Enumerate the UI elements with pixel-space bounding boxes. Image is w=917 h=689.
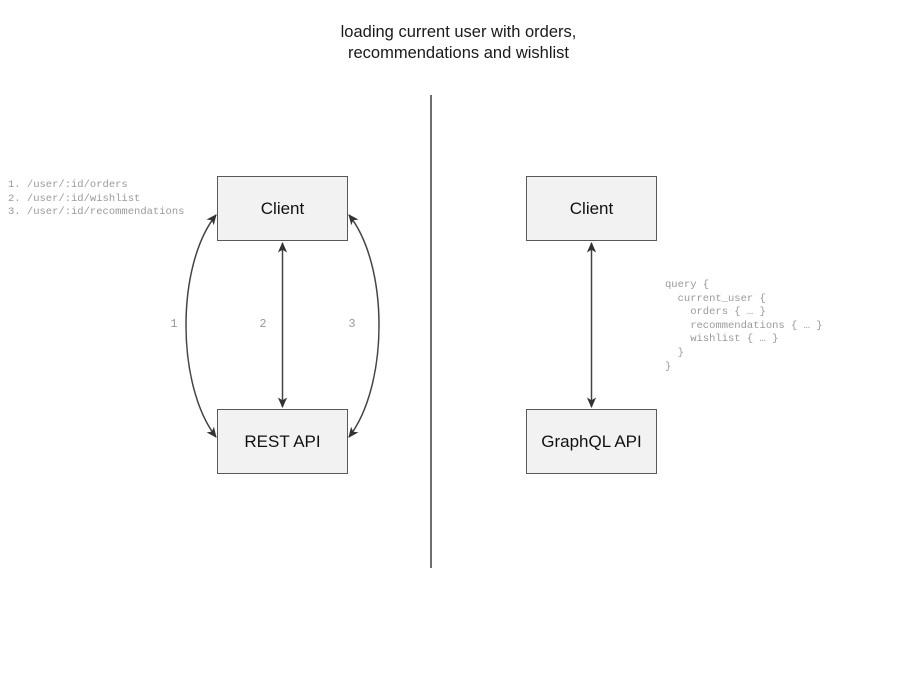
arrow-1-orders: [185, 214, 217, 438]
arrow-label-2: 2: [259, 317, 267, 331]
node-client-graphql[interactable]: Client: [526, 176, 657, 241]
vertical-divider: [430, 95, 432, 568]
rest-endpoints-list: 1. /user/:id/orders 2. /user/:id/wishlis…: [8, 179, 185, 219]
node-rest-api[interactable]: REST API: [217, 409, 348, 474]
node-client-rest[interactable]: Client: [217, 176, 348, 241]
page-title: loading current user with orders, recomm…: [340, 23, 577, 62]
arrow-label-3: 3: [348, 317, 356, 331]
graphql-query-snippet: query { current_user { orders { … } reco…: [665, 279, 823, 373]
arrow-label-1: 1: [170, 317, 178, 331]
node-graphql-api[interactable]: GraphQL API: [526, 409, 657, 474]
